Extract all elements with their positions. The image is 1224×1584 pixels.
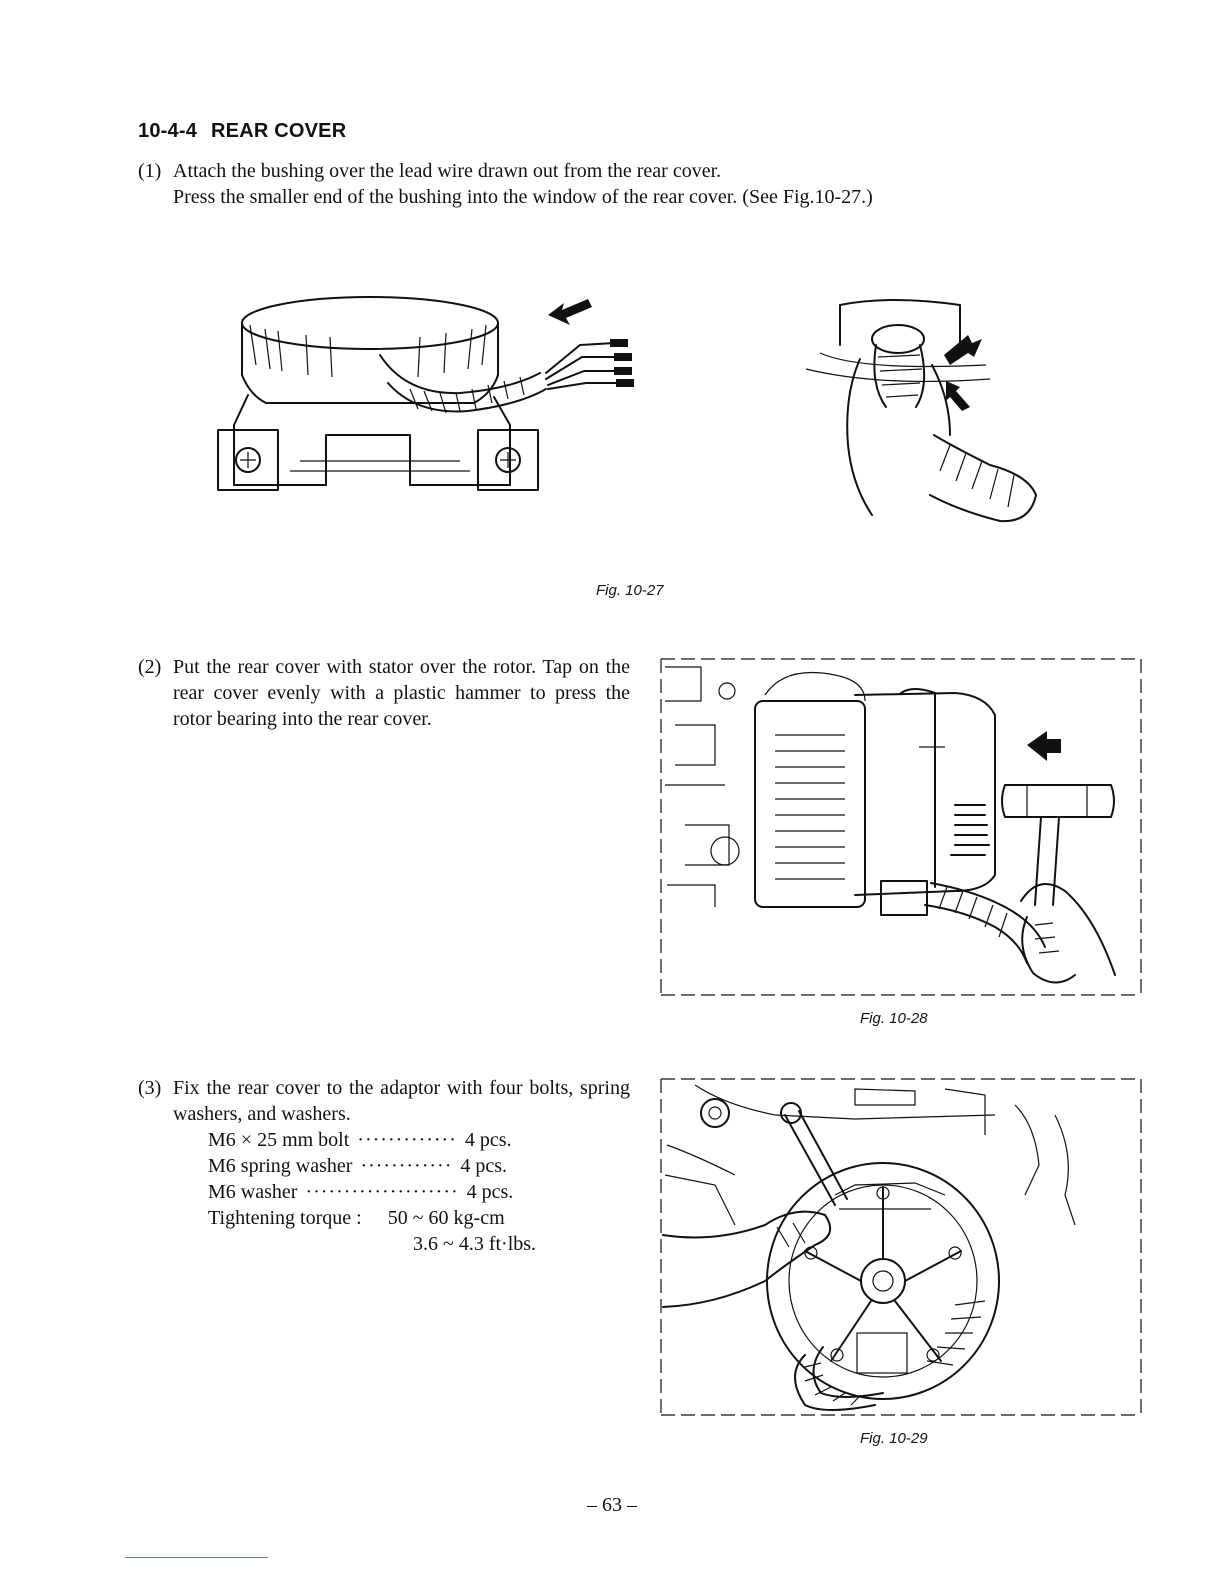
- torque-row-2: 3.6 ~ 4.3 ft·lbs.: [208, 1231, 630, 1257]
- section-number: 10-4-4: [138, 120, 198, 142]
- step-1-line-2: Press the smaller end of the bushing int…: [173, 186, 873, 208]
- section-title: REAR COVER: [211, 120, 347, 142]
- fig-10-29-bolt-fixing-illustration: [660, 1078, 1142, 1416]
- fig-10-27-hand-bushing-illustration: [805, 299, 1037, 523]
- spec-value: 4 pcs.: [464, 1129, 512, 1151]
- fig-10-27-rear-cover-illustration: [217, 296, 634, 491]
- page-number: – 63 –: [587, 1494, 637, 1516]
- torque-label: Tightening torque :: [208, 1207, 362, 1229]
- step-1: (1) Attach the bushing over the lead wir…: [138, 158, 1138, 210]
- spec-value: 4 pcs.: [466, 1181, 514, 1203]
- section-heading: 10-4-4 REAR COVER: [138, 120, 346, 143]
- step-3-marker: (3): [138, 1077, 162, 1099]
- fig-10-28-hammer-tapping-illustration: [660, 658, 1142, 996]
- step-3-text: Fix the rear cover to the adaptor with f…: [173, 1077, 630, 1125]
- fig-10-28-caption: Fig. 10-28: [860, 1010, 928, 1027]
- torque-row: Tightening torque : 50 ~ 60 kg-cm: [208, 1205, 630, 1231]
- torque-value-kgcm: 50 ~ 60 kg-cm: [387, 1207, 505, 1229]
- spec-dots: ·············: [357, 1129, 457, 1151]
- spec-label: M6 × 25 mm bolt: [208, 1129, 350, 1151]
- footer-rule: [125, 1557, 268, 1558]
- fig-10-29-caption: Fig. 10-29: [860, 1430, 928, 1447]
- spec-label: M6 washer: [208, 1181, 298, 1203]
- step-1-marker: (1): [138, 160, 162, 182]
- spec-row: M6 × 25 mm bolt ············· 4 pcs.: [208, 1127, 630, 1153]
- spec-dots: ············: [360, 1155, 453, 1177]
- spec-list: M6 × 25 mm bolt ············· 4 pcs. M6 …: [208, 1127, 630, 1257]
- torque-value-ftlbs: 3.6 ~ 4.3 ft·lbs.: [413, 1233, 537, 1255]
- step-2-marker: (2): [138, 656, 162, 678]
- step-1-line-1: Attach the bushing over the lead wire dr…: [173, 160, 722, 182]
- spec-dots: ····················: [305, 1181, 459, 1203]
- spec-label: M6 spring washer: [208, 1155, 353, 1177]
- spec-value: 4 pcs.: [460, 1155, 508, 1177]
- step-3: (3) Fix the rear cover to the adaptor wi…: [138, 1075, 630, 1257]
- step-2-text: Put the rear cover with stator over the …: [173, 656, 630, 730]
- spec-row: M6 washer ···················· 4 pcs.: [208, 1179, 630, 1205]
- step-2: (2) Put the rear cover with stator over …: [138, 654, 630, 732]
- fig-10-27-caption: Fig. 10-27: [596, 582, 664, 599]
- spec-row: M6 spring washer ············ 4 pcs.: [208, 1153, 630, 1179]
